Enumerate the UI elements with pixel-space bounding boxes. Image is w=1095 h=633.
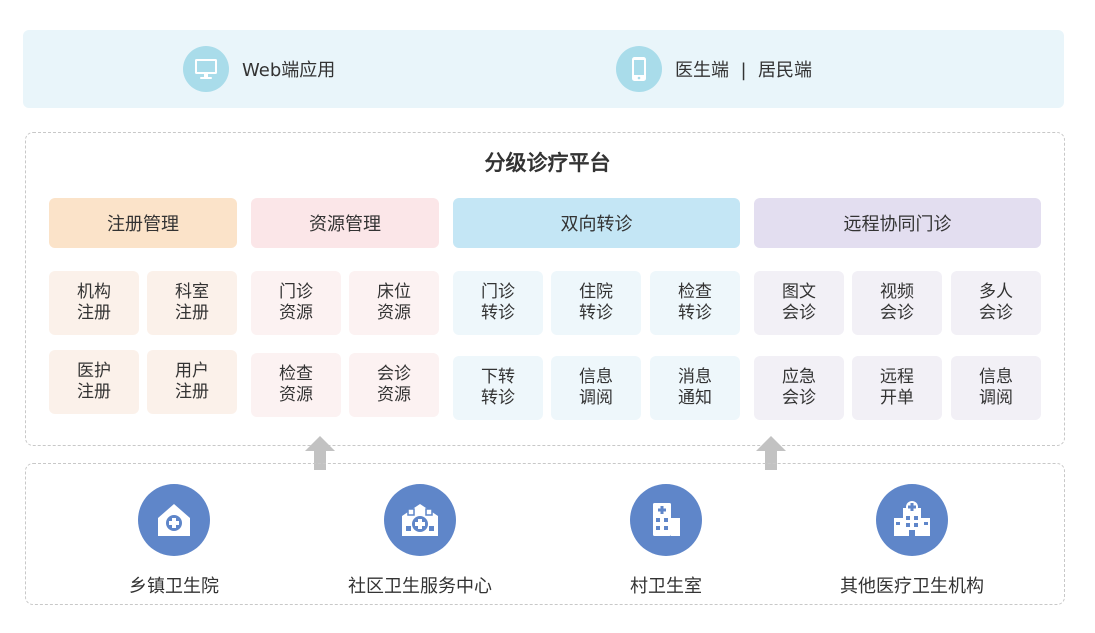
tile-line: 多人 [979, 282, 1013, 302]
tile-line: 下转 [481, 367, 515, 387]
tile-line: 消息 [678, 367, 712, 387]
arrow-up-icon [305, 436, 335, 470]
institution-village-clinic: 村卫生室 [556, 484, 776, 598]
function-tile: 下转 转诊 [453, 356, 543, 420]
institution-name: 村卫生室 [630, 576, 702, 597]
function-tile: 门诊 资源 [251, 271, 341, 335]
tile-line: 开单 [880, 388, 914, 408]
tile-line: 注册 [77, 303, 111, 323]
tile-line: 资源 [377, 385, 411, 405]
arrow-up-icon [756, 436, 786, 470]
medical-building-icon [876, 484, 948, 556]
function-tile: 消息 通知 [650, 356, 740, 420]
module-header-registration: 注册管理 [49, 198, 237, 248]
tile-line: 远程 [880, 367, 914, 387]
tile-line: 通知 [678, 388, 712, 408]
function-tile: 信息 调阅 [951, 356, 1041, 420]
function-tile: 住院 转诊 [551, 271, 641, 335]
institutions-panel [25, 463, 1065, 605]
mobile-client: 医生端 | 居民端 [616, 46, 812, 92]
web-client-label: Web端应用 [242, 60, 336, 81]
platform-panel [25, 132, 1065, 446]
web-client: Web端应用 [183, 46, 335, 92]
tile-line: 会诊 [979, 303, 1013, 323]
hospital-house-icon [138, 484, 210, 556]
institution-community-center: 社区卫生服务中心 [310, 484, 530, 598]
function-tile: 门诊 转诊 [453, 271, 543, 335]
tile-line: 会诊 [782, 388, 816, 408]
tile-line: 检查 [279, 364, 313, 384]
tile-line: 信息 [979, 367, 1013, 387]
clinic-building-icon [630, 484, 702, 556]
function-tile: 医护 注册 [49, 350, 139, 414]
function-tile: 应急 会诊 [754, 356, 844, 420]
tile-line: 会诊 [377, 364, 411, 384]
function-tile: 视频 会诊 [852, 271, 942, 335]
institution-township-hospital: 乡镇卫生院 [64, 484, 284, 598]
module-header-remote-clinic: 远程协同门诊 [754, 198, 1041, 248]
mobile-client-label: 医生端 | 居民端 [675, 60, 812, 81]
tile-line: 注册 [175, 382, 209, 402]
function-tile: 科室 注册 [147, 271, 237, 335]
function-tile: 信息 调阅 [551, 356, 641, 420]
tile-line: 住院 [579, 282, 613, 302]
institution-name: 乡镇卫生院 [129, 576, 219, 597]
smartphone-icon [616, 46, 662, 92]
function-tile: 机构 注册 [49, 271, 139, 335]
tile-line: 床位 [377, 282, 411, 302]
tile-line: 调阅 [579, 388, 613, 408]
function-tile: 检查 资源 [251, 353, 341, 417]
tile-line: 检查 [678, 282, 712, 302]
tile-line: 注册 [77, 382, 111, 402]
function-tile: 远程 开单 [852, 356, 942, 420]
institution-other-medical: 其他医疗卫生机构 [802, 484, 1022, 598]
institution-name: 其他医疗卫生机构 [840, 576, 984, 597]
tile-line: 科室 [175, 282, 209, 302]
monitor-icon [183, 46, 229, 92]
function-tile: 检查 转诊 [650, 271, 740, 335]
function-tile: 用户 注册 [147, 350, 237, 414]
function-tile: 图文 会诊 [754, 271, 844, 335]
tile-line: 视频 [880, 282, 914, 302]
module-header-referral: 双向转诊 [453, 198, 740, 248]
tile-line: 会诊 [782, 303, 816, 323]
function-tile: 会诊 资源 [349, 353, 439, 417]
platform-title: 分级诊疗平台 [484, 151, 611, 175]
tile-line: 门诊 [279, 282, 313, 302]
tile-line: 医护 [77, 361, 111, 381]
institution-name: 社区卫生服务中心 [348, 576, 492, 597]
tile-line: 转诊 [481, 388, 515, 408]
tile-line: 注册 [175, 303, 209, 323]
tile-line: 资源 [279, 303, 313, 323]
tile-line: 转诊 [678, 303, 712, 323]
module-header-resources: 资源管理 [251, 198, 439, 248]
tile-line: 资源 [279, 385, 313, 405]
tile-line: 图文 [782, 282, 816, 302]
tile-line: 机构 [77, 282, 111, 302]
tile-line: 资源 [377, 303, 411, 323]
tile-line: 会诊 [880, 303, 914, 323]
tile-line: 转诊 [481, 303, 515, 323]
tile-line: 门诊 [481, 282, 515, 302]
community-center-icon [384, 484, 456, 556]
client-bar: Web端应用 医生端 | 居民端 [23, 30, 1064, 108]
function-tile: 床位 资源 [349, 271, 439, 335]
tile-line: 用户 [175, 361, 209, 381]
tile-line: 转诊 [579, 303, 613, 323]
function-tile: 多人 会诊 [951, 271, 1041, 335]
tile-line: 应急 [782, 367, 816, 387]
tile-line: 信息 [579, 367, 613, 387]
tile-line: 调阅 [979, 388, 1013, 408]
